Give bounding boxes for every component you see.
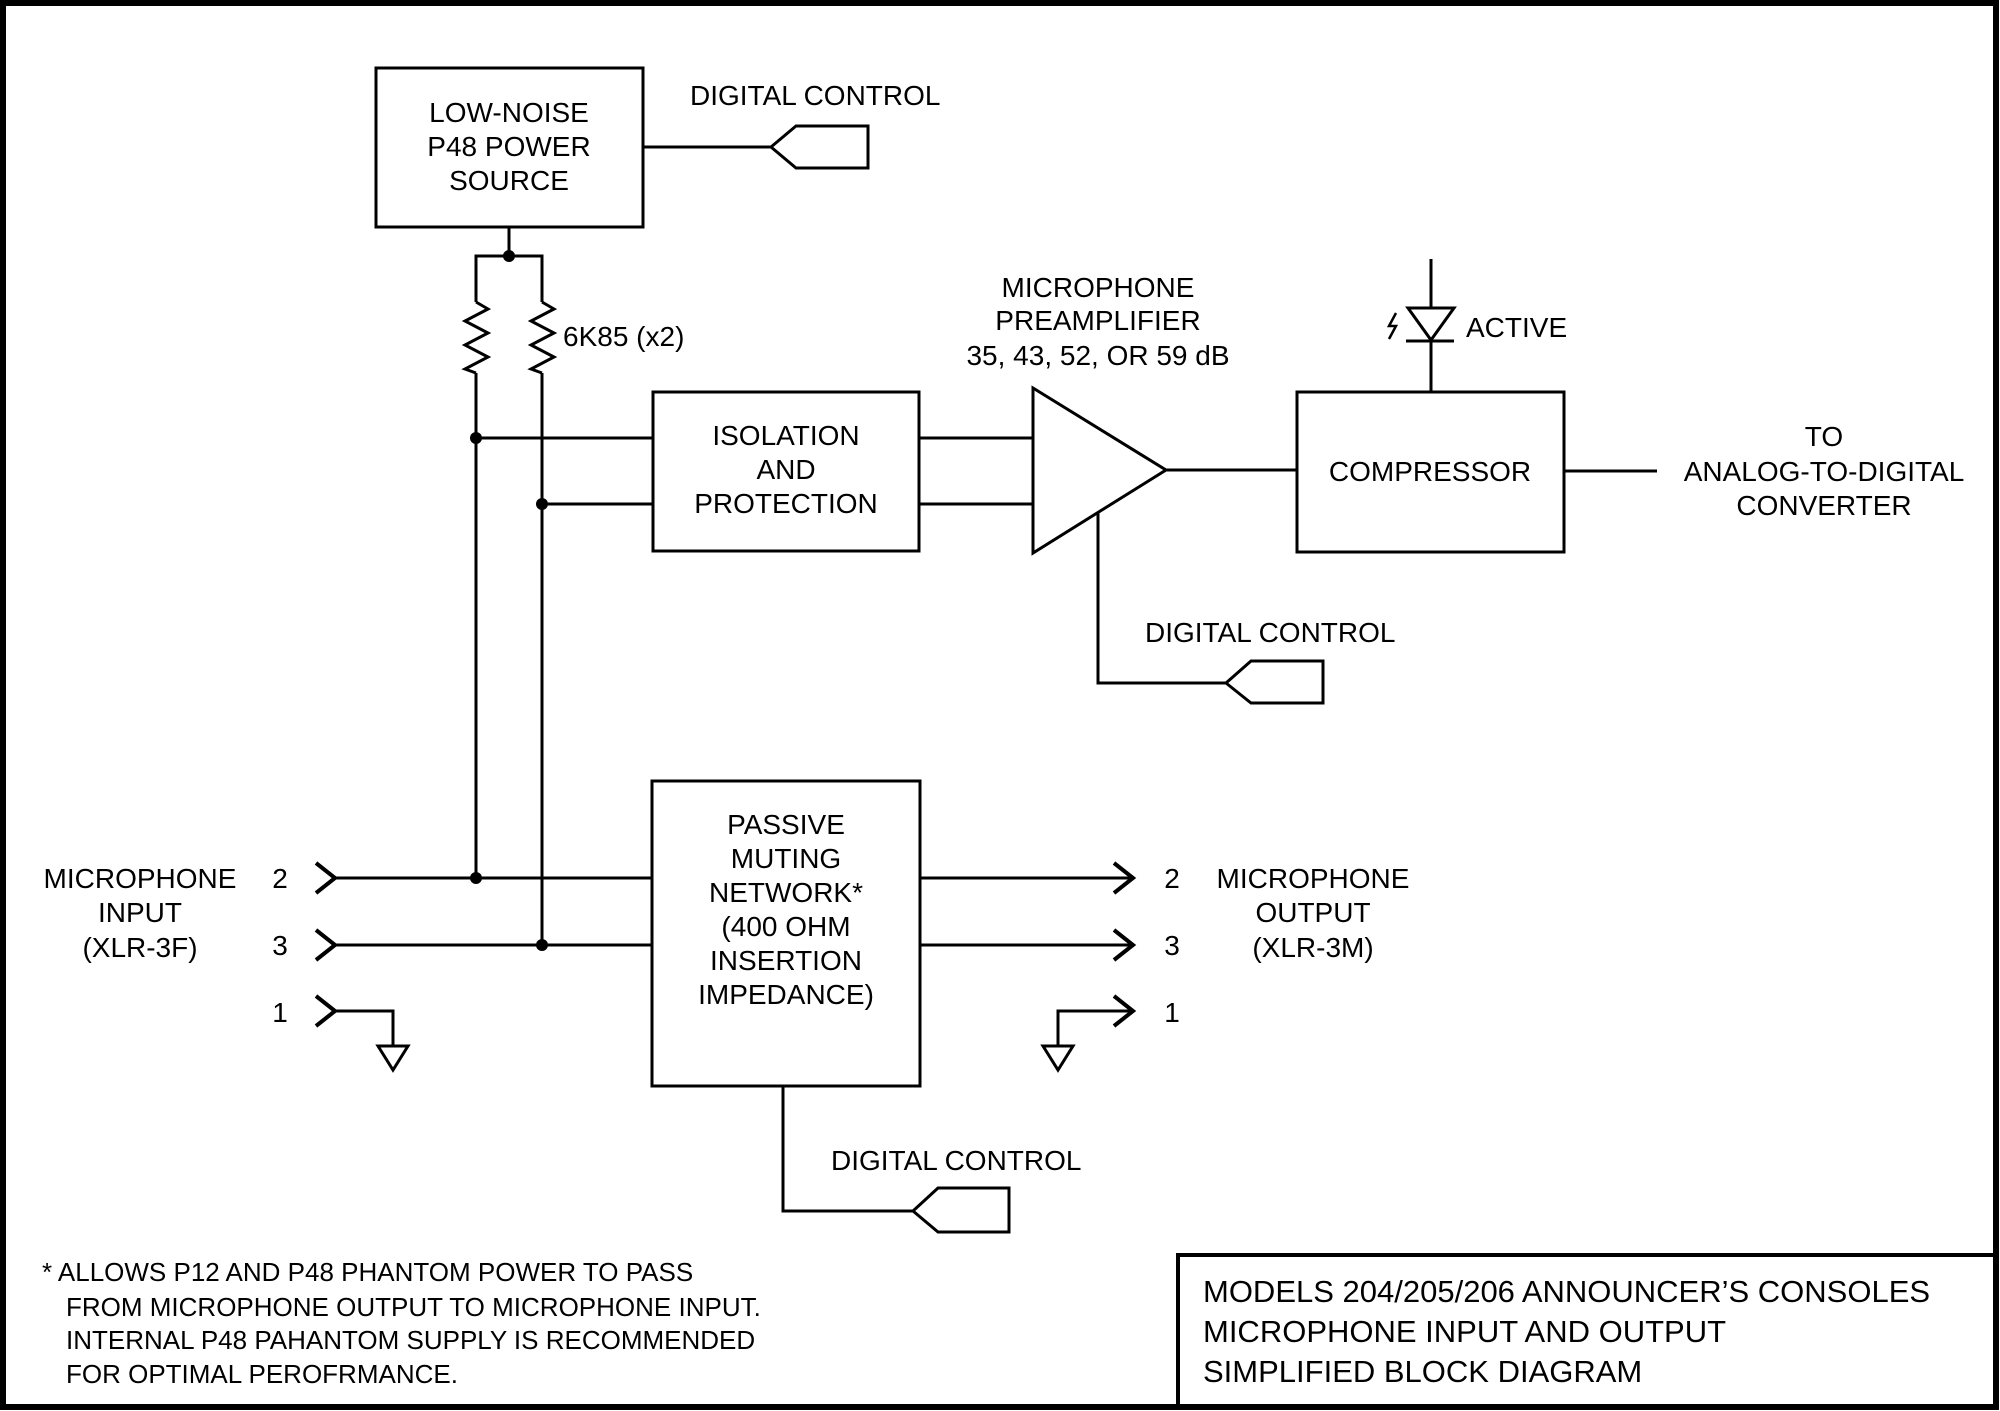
input-pin-3-label: 3 — [272, 930, 288, 961]
led-active-label: ACTIVE — [1466, 312, 1567, 343]
lightning-icon — [1386, 312, 1399, 340]
female-pin-icon — [314, 994, 339, 1028]
input-pin-1-label: 1 — [272, 997, 288, 1028]
mic-input-line-3: (XLR-3F) — [82, 932, 197, 963]
title-line-1: MODELS 204/205/206 ANNOUNCER’S CONSOLES — [1203, 1274, 1930, 1309]
output-pin-2-label: 2 — [1164, 863, 1180, 894]
muting-control-connector-icon — [910, 1186, 1011, 1234]
input-ground-wire — [335, 1009, 395, 1046]
female-pin-icon — [314, 861, 339, 895]
passive-muting-network-block: PASSIVE MUTING NETWORK* (400 OHM INSERTI… — [650, 779, 922, 1088]
preamp-label-line-2: PREAMPLIFIER — [995, 305, 1200, 336]
input-pin-2-label: 2 — [272, 863, 288, 894]
resistor-icon — [527, 300, 558, 375]
p48-power-source-block: LOW-NOISE P48 POWER SOURCE — [374, 66, 645, 229]
adc-line-1: TO — [1805, 421, 1843, 452]
female-pin-icon — [314, 928, 339, 962]
microphone-preamplifier: MICROPHONE PREAMPLIFIER 35, 43, 52, OR 5… — [966, 272, 1230, 556]
adc-line-3: CONVERTER — [1736, 490, 1911, 521]
microphone-output-connector: 2 3 1 MICROPHONE OUTPUT (XLR-3M) — [920, 861, 1410, 1073]
title-line-3: SIMPLIFIED BLOCK DIAGRAM — [1203, 1354, 1642, 1389]
ground-icon — [375, 1044, 411, 1073]
output-pin-1-label: 1 — [1164, 997, 1180, 1028]
muting-control-wire — [781, 1086, 913, 1213]
footnote-line-4: FOR OPTIMAL PEROFRMANCE. — [66, 1359, 458, 1389]
muting-line-5: INSERTION — [710, 945, 862, 976]
passive-muting-network-box — [650, 779, 922, 1088]
preamp-control-wire — [1096, 513, 1226, 685]
resistor-value-label: 6K85 (x2) — [563, 321, 684, 352]
preamp-gain-label: 35, 43, 52, OR 59 dB — [966, 340, 1229, 371]
muting-digital-control: DIGITAL CONTROL — [781, 1086, 1081, 1234]
isolation-protection-block: ISOLATION AND PROTECTION — [651, 390, 921, 553]
footnote-line-1: * ALLOWS P12 AND P48 PHANTOM POWER TO PA… — [42, 1257, 693, 1287]
microphone-input-connector: MICROPHONE INPUT (XLR-3F) 2 3 1 — [44, 861, 411, 1073]
output-pin-3-label: 3 — [1164, 930, 1180, 961]
compressor-block: COMPRESSOR — [1295, 390, 1566, 554]
male-pin-icon — [1112, 928, 1137, 962]
muting-line-6: IMPEDANCE) — [698, 979, 874, 1010]
isolation-line-3: PROTECTION — [694, 488, 878, 519]
title-block: MODELS 204/205/206 ANNOUNCER’S CONSOLES … — [1176, 1253, 1996, 1406]
preamp-label-line-1: MICROPHONE — [1002, 272, 1195, 303]
mic-input-line-1: MICROPHONE — [44, 863, 237, 894]
isolation-line-1: ISOLATION — [712, 420, 859, 451]
output-ground-wire — [1056, 1009, 1133, 1046]
compressor-label: COMPRESSOR — [1329, 456, 1531, 487]
p48-digital-control: DIGITAL CONTROL — [643, 80, 940, 170]
mic-output-line-2: OUTPUT — [1255, 897, 1370, 928]
ground-icon — [1040, 1044, 1076, 1073]
isolation-line-2: AND — [756, 454, 815, 485]
resistor-split-wire — [474, 254, 544, 302]
muting-line-2: MUTING — [731, 843, 841, 874]
footnote-line-3: INTERNAL P48 PAHANTOM SUPPLY IS RECOMMEN… — [66, 1325, 755, 1355]
led-icon — [1405, 306, 1457, 343]
muting-line-4: (400 OHM — [721, 911, 850, 942]
footnote-line-2: FROM MICROPHONE OUTPUT TO MICROPHONE INP… — [66, 1292, 761, 1322]
preamp-digital-control: DIGITAL CONTROL — [1096, 513, 1395, 705]
mic-input-line-2: INPUT — [98, 897, 182, 928]
mic-output-line-3: (XLR-3M) — [1252, 932, 1373, 963]
footnote: * ALLOWS P12 AND P48 PHANTOM POWER TO PA… — [42, 1257, 761, 1389]
muting-line-3: NETWORK* — [709, 877, 863, 908]
p48-control-connector-icon — [768, 124, 870, 170]
adc-line-2: ANALOG-TO-DIGITAL — [1684, 456, 1965, 487]
p48-line-2: P48 POWER — [427, 131, 590, 162]
adc-destination-label: TO ANALOG-TO-DIGITAL CONVERTER — [1684, 421, 1965, 521]
preamp-control-connector-icon — [1223, 659, 1325, 705]
preamp-digital-control-label: DIGITAL CONTROL — [1145, 617, 1395, 648]
isolation-protection-box — [651, 390, 921, 553]
mic-output-line-1: MICROPHONE — [1217, 863, 1410, 894]
phantom-feed-network: 6K85 (x2) — [461, 227, 684, 951]
muting-digital-control-label: DIGITAL CONTROL — [831, 1145, 1081, 1176]
p48-digital-control-label: DIGITAL CONTROL — [690, 80, 940, 111]
junction-dot — [503, 250, 515, 262]
title-line-2: MICROPHONE INPUT AND OUTPUT — [1203, 1314, 1726, 1349]
resistor-icon — [461, 300, 492, 375]
p48-line-1: LOW-NOISE — [429, 97, 589, 128]
male-pin-icon — [1112, 861, 1137, 895]
muting-line-1: PASSIVE — [727, 809, 845, 840]
active-led: ACTIVE — [1386, 259, 1567, 392]
p48-line-3: SOURCE — [449, 165, 569, 196]
title-block-border — [1176, 1253, 1996, 1406]
male-pin-icon — [1112, 994, 1137, 1028]
amplifier-triangle-icon — [1031, 385, 1169, 556]
